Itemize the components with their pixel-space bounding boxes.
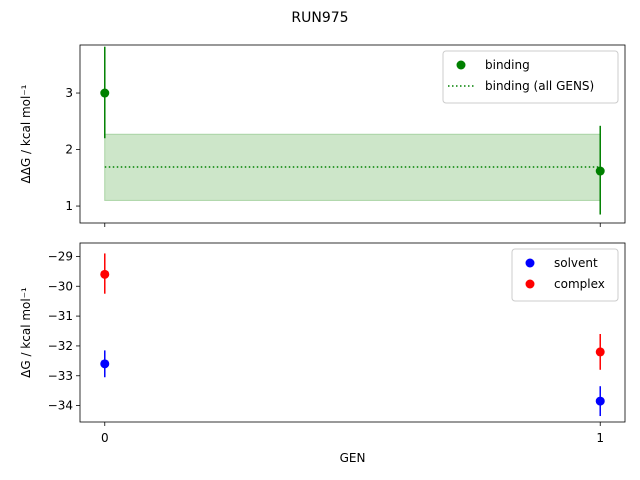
data-point	[100, 269, 110, 279]
binding-panel: 1 2 3 ΔΔG / kcal mol⁻¹ binding binding (all G…	[19, 44, 626, 227]
legend-box	[511, 248, 619, 302]
y-tick-label: −34	[48, 399, 73, 413]
y-tick-label: 2	[65, 143, 73, 157]
y-tick-label: −29	[48, 249, 73, 263]
y-tick-label: 1	[65, 199, 73, 213]
legend: binding binding (all GENS)	[442, 50, 619, 104]
axes-frame	[79, 242, 626, 423]
x-tick-label: 1	[596, 431, 604, 445]
data-point	[595, 166, 605, 176]
y-axis-label: ΔΔG / kcal mol⁻¹	[19, 84, 33, 183]
y-tick-label: −30	[48, 279, 73, 293]
data-point	[100, 88, 110, 98]
legend-label: solvent	[554, 256, 598, 270]
axes-frame	[79, 44, 626, 224]
legend-label: complex	[554, 277, 605, 291]
figure-title: RUN975	[291, 10, 348, 26]
legend-marker	[525, 258, 535, 268]
x-axis-label: GEN	[340, 451, 366, 465]
legend-marker	[456, 60, 466, 70]
free-energy-panel: −34 −33 −32 −31 −30 −29 0 1 ΔG / kcal mol⁻¹ GEN so…	[19, 242, 626, 465]
x-tick-label: 0	[101, 431, 109, 445]
y-tick-label: 3	[65, 86, 73, 100]
y-tick-label: −32	[48, 339, 73, 353]
legend-label: binding (all GENS)	[485, 79, 594, 93]
legend-box	[442, 50, 619, 104]
data-point	[595, 347, 605, 357]
y-axis-label: ΔG / kcal mol⁻¹	[19, 287, 33, 378]
legend: solvent complex	[511, 248, 619, 302]
y-tick-label: −33	[48, 369, 73, 383]
legend-label: binding	[485, 58, 530, 72]
y-tick-label: −31	[48, 309, 73, 323]
data-point	[595, 396, 605, 406]
legend-marker	[525, 279, 535, 289]
data-point	[100, 359, 110, 369]
